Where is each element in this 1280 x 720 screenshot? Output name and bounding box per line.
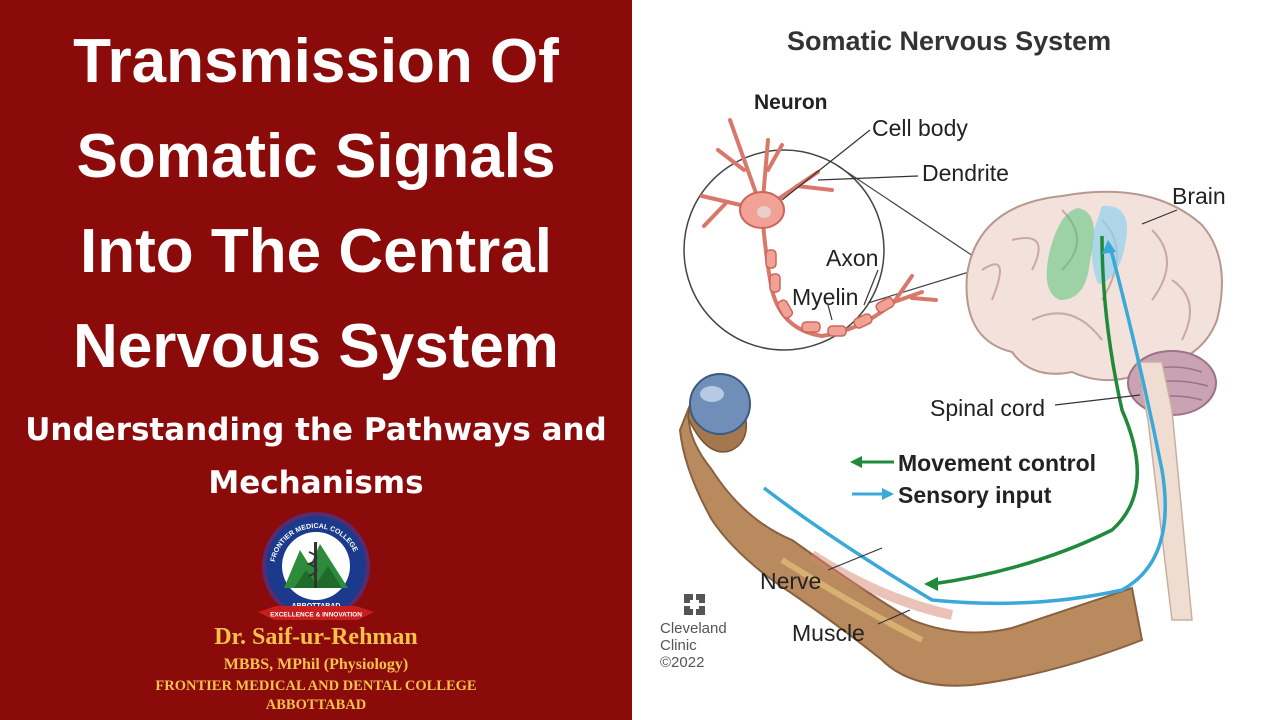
ball [689,373,751,435]
college-logo: FRONTIER MEDICAL COLLEGE ABBOTTABAD EXCE… [258,512,374,620]
illustration-title: Somatic Nervous System [787,26,1112,56]
title-line: Transmission Of [73,27,559,96]
slide-subtitle: Understanding the Pathways and Mechanism… [10,404,622,510]
author-city: ABBOTTABAD [265,697,367,713]
legend-movement-label: Movement control [898,450,1097,476]
neuron-inset-circle [683,149,885,351]
title-line: Into The Central [80,217,552,286]
author-institution: FRONTIER MEDICAL AND DENTAL COLLEGE [155,678,477,694]
credit-year: ©2022 [660,654,705,671]
movement-pathway [931,235,1140,586]
neuron-title: Neuron [754,91,828,114]
anatomy-drawing [678,118,1223,687]
credit-line2: Clinic [660,637,697,654]
dendrite-label: Dendrite [922,160,1009,186]
spinal-cord-label: Spinal cord [930,395,1046,421]
logo-ribbon-text: EXCELLENCE & INNOVATION [270,612,362,619]
slide-title: Transmission Of Somatic Signals Into The… [10,14,622,394]
sensory-pathway [762,245,1167,606]
credit-line1: Cleveland [660,620,727,637]
cleveland-clinic-logo [684,594,705,615]
legend-sensory-label: Sensory input [898,482,1052,508]
author-name: Dr. Saif-ur-Rehman [214,624,418,650]
title-line: Nervous System [73,312,559,381]
cell-body-label: Cell body [872,115,968,141]
muscle-label: Muscle [792,620,865,646]
myelin-label: Myelin [792,284,859,310]
title-panel: Transmission Of Somatic Signals Into The… [0,0,632,720]
title-line: Somatic Signals [76,122,556,191]
subtitle-line: Mechanisms [208,465,424,501]
arm [678,399,1144,687]
somatic-nervous-system-illustration: Somatic Nervous System Neuron Cell body … [632,0,1280,720]
axon-label: Axon [826,245,879,271]
author-degrees: MBBS, MPhil (Physiology) [223,656,409,673]
myelin [765,249,895,337]
credit: Cleveland Clinic ©2022 [660,620,727,671]
subtitle-line: Understanding the Pathways and [25,412,607,448]
nerve-label: Nerve [760,568,822,594]
brain-label: Brain [1172,183,1226,209]
